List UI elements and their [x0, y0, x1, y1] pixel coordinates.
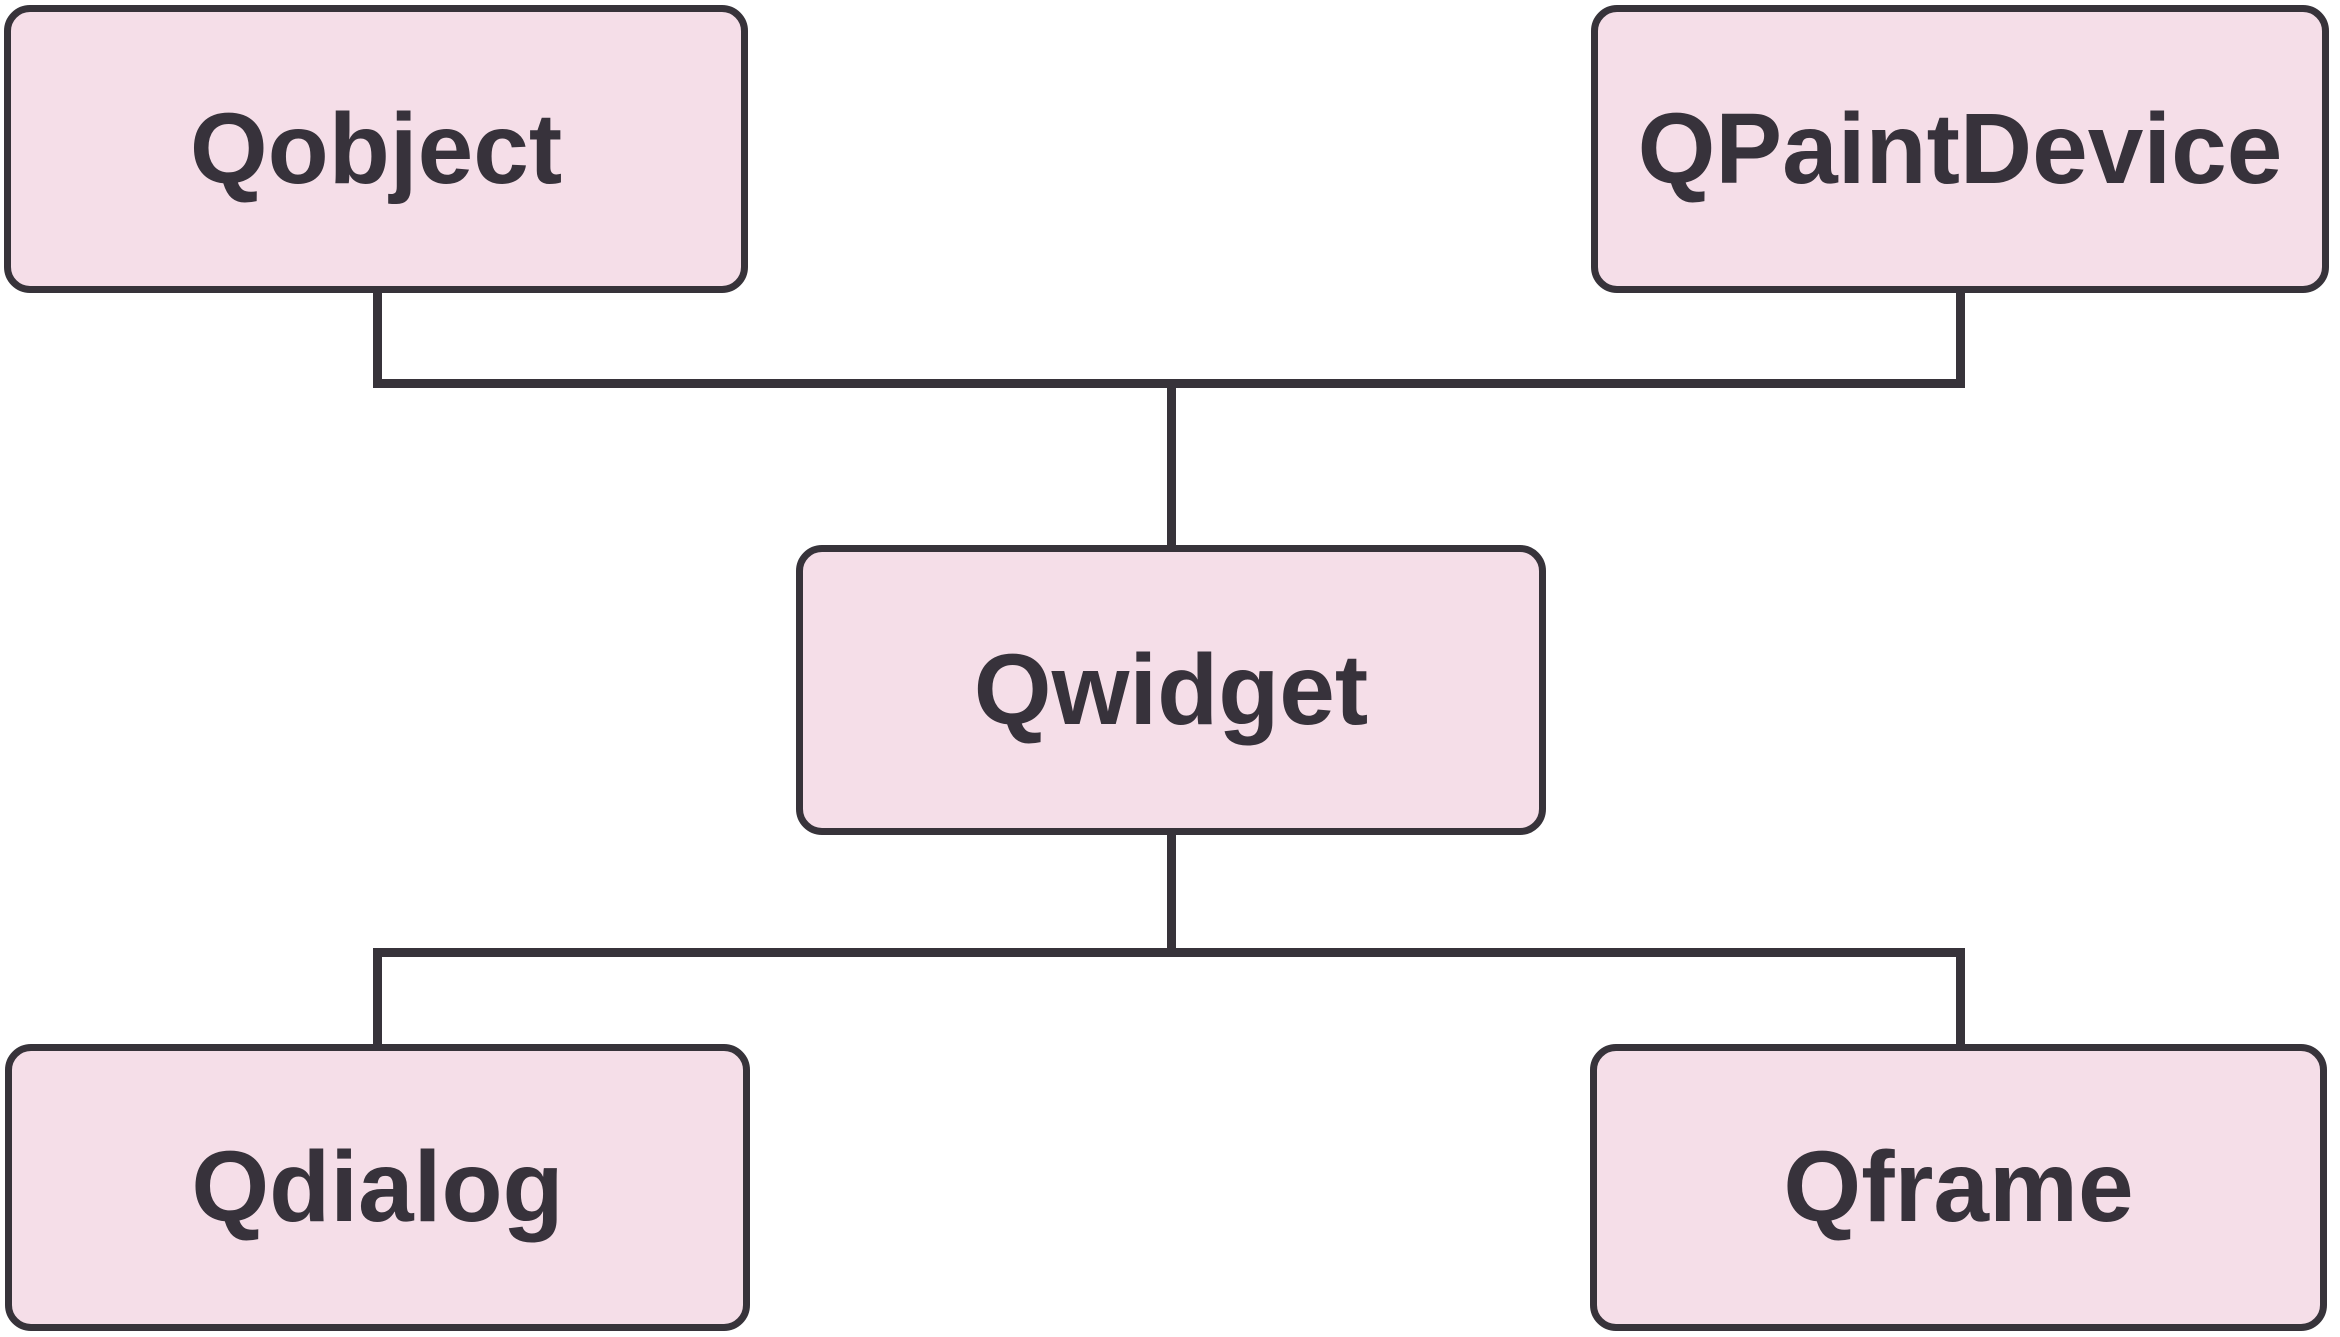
node-qpaintdevice: QPaintDevice [1591, 5, 2329, 293]
node-qwidget: Qwidget [796, 545, 1546, 835]
connector-qobject-stem [373, 290, 382, 388]
node-qframe: Qframe [1590, 1044, 2327, 1331]
connector-qframe-stem [1956, 953, 1965, 1051]
node-qdialog-label: Qdialog [191, 1131, 564, 1243]
connector-bottom-horizontal [373, 948, 1965, 957]
node-qobject-label: Qobject [189, 92, 563, 205]
connector-top-horizontal [373, 379, 1965, 388]
connector-qwidget-top-stem [1167, 388, 1176, 552]
node-qpaintdevice-label: QPaintDevice [1637, 92, 2283, 205]
connector-qdialog-stem [373, 953, 382, 1051]
node-qdialog: Qdialog [5, 1044, 750, 1331]
connector-qpaintdevice-stem [1956, 290, 1965, 388]
node-qwidget-label: Qwidget [973, 633, 1369, 746]
node-qframe-label: Qframe [1783, 1131, 2134, 1243]
node-qobject: Qobject [4, 5, 748, 293]
connector-qwidget-bottom-stem [1167, 830, 1176, 957]
